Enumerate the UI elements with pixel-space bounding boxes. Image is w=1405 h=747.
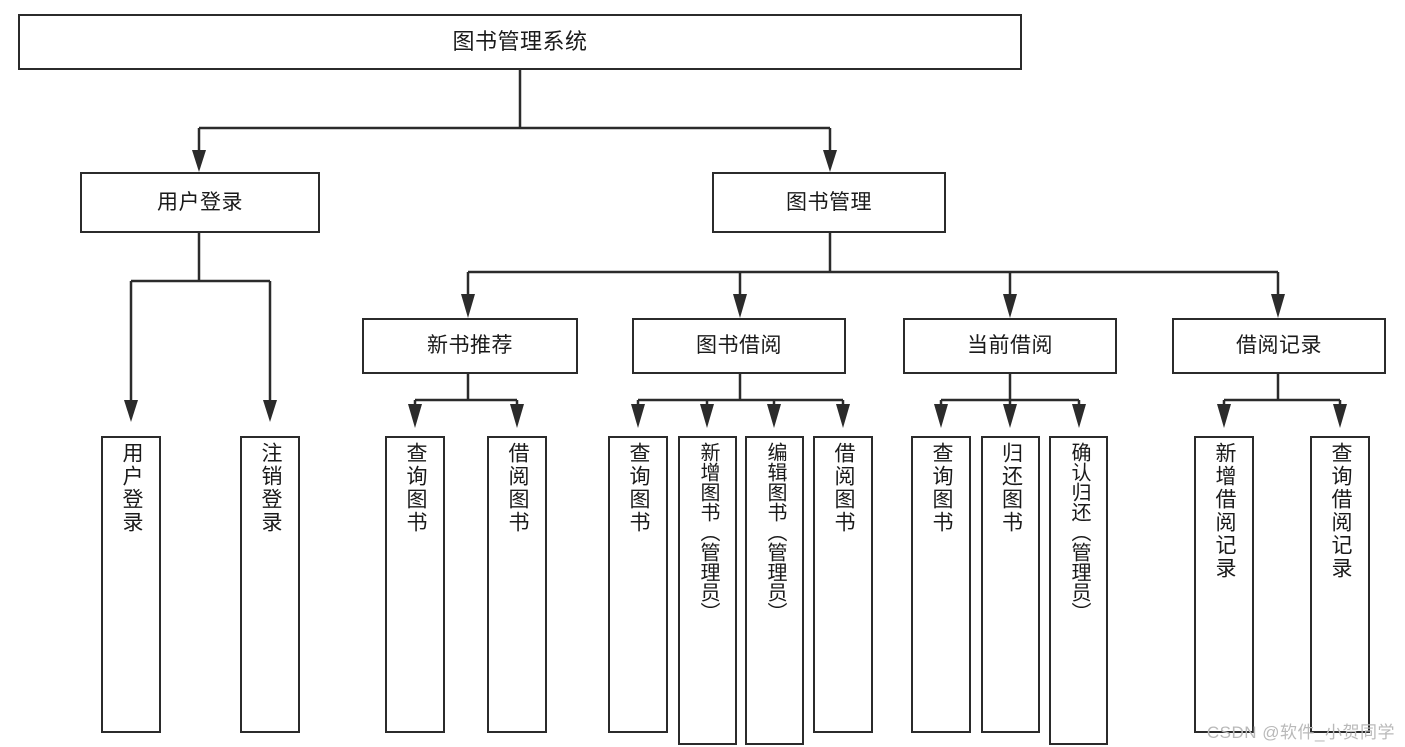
node-label: 查询图书 [404,442,428,534]
node-book-management[interactable]: 图书管理 [712,172,946,233]
node-label: 借阅图书 [506,442,530,534]
node-borrow-record[interactable]: 借阅记录 [1172,318,1386,374]
node-label: 图书管理系统 [452,28,588,54]
node-label: 查询图书 [627,442,651,534]
node-label: 借阅图书 [832,442,856,534]
node-label: 查询图书 [930,442,954,534]
leaf-edit-book-admin[interactable]: 编辑图书（管理员） [745,436,804,745]
leaf-query-borrow-record[interactable]: 查询借阅记录 [1310,436,1370,733]
node-label: 图书管理 [786,190,872,214]
leaf-return-book[interactable]: 归还图书 [981,436,1040,733]
node-label: 当前借阅 [967,334,1053,358]
node-label: 图书借阅 [696,334,782,358]
leaf-user-login[interactable]: 用户登录 [101,436,161,733]
node-current-borrow[interactable]: 当前借阅 [903,318,1117,374]
node-label: 查询借阅记录 [1329,442,1353,580]
leaf-borrow-book[interactable]: 借阅图书 [813,436,873,733]
node-label: 确认归还（管理员） [1068,442,1090,622]
node-label: 用户登录 [120,442,144,534]
leaf-query-book-recommend[interactable]: 查询图书 [385,436,445,733]
node-label: 新增借阅记录 [1213,442,1237,580]
leaf-borrow-book-recommend[interactable]: 借阅图书 [487,436,547,733]
leaf-logout[interactable]: 注销登录 [240,436,300,733]
watermark: CSDN @软件_小贺同学 [1206,723,1395,742]
leaf-add-borrow-record[interactable]: 新增借阅记录 [1194,436,1254,733]
leaf-confirm-return-admin[interactable]: 确认归还（管理员） [1049,436,1108,745]
node-book-borrow[interactable]: 图书借阅 [632,318,846,374]
node-new-book-recommend[interactable]: 新书推荐 [362,318,578,374]
node-root-book-management-system[interactable]: 图书管理系统 [18,14,1022,70]
leaf-query-book-current[interactable]: 查询图书 [911,436,971,733]
node-user-login[interactable]: 用户登录 [80,172,320,233]
node-label: 编辑图书（管理员） [764,442,786,622]
leaf-add-book-admin[interactable]: 新增图书（管理员） [678,436,737,745]
node-label: 注销登录 [259,442,283,534]
leaf-query-book-borrow[interactable]: 查询图书 [608,436,668,733]
node-label: 借阅记录 [1236,334,1322,358]
node-label: 新书推荐 [427,334,513,358]
node-label: 新增图书（管理员） [697,442,719,622]
node-label: 归还图书 [999,442,1023,534]
node-label: 用户登录 [157,190,243,214]
